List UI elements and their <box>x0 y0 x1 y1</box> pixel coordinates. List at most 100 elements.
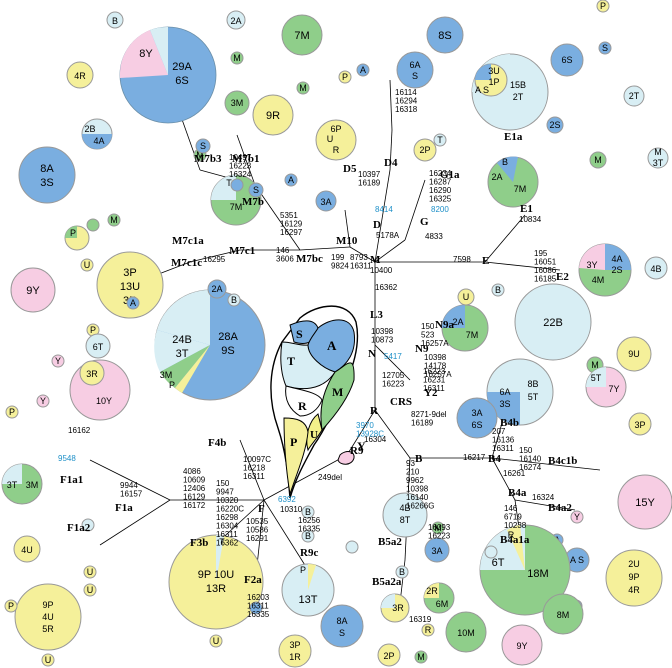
svg-text:M: M <box>594 155 602 165</box>
svg-text:M7c1a: M7c1a <box>172 235 204 247</box>
mutation-label-m-g-blue: 8200 <box>431 205 449 214</box>
svg-text:7M: 7M <box>230 202 243 212</box>
svg-text:9U: 9U <box>628 349 640 359</box>
svg-text:N9: N9 <box>415 343 429 355</box>
svg-text:P: P <box>342 72 348 82</box>
svg-text:9P 10U: 9P 10U <box>198 569 235 581</box>
svg-text:7M: 7M <box>466 330 479 340</box>
svg-text:S: S <box>412 71 418 81</box>
svg-text:10M: 10M <box>457 628 475 638</box>
svg-text:B4c1b: B4c1b <box>548 455 577 467</box>
svg-text:R: R <box>333 145 340 155</box>
svg-text:U: U <box>327 134 334 144</box>
map-label-t: T <box>287 354 295 368</box>
svg-text:3Y: 3Y <box>586 260 597 270</box>
svg-text:M: M <box>591 360 599 370</box>
mutation-label-m-b4a: 16261 <box>503 469 526 478</box>
svg-text:9P: 9P <box>628 572 639 582</box>
svg-text:Y2: Y2 <box>424 387 438 399</box>
mutation-label-m-d: 5178A <box>376 231 400 240</box>
svg-text:13U: 13U <box>120 281 140 293</box>
svg-text:3T: 3T <box>7 480 18 490</box>
svg-text:T: T <box>219 537 225 547</box>
svg-text:M: M <box>299 83 307 93</box>
svg-text:A S: A S <box>570 555 584 565</box>
svg-text:2T: 2T <box>629 91 640 101</box>
svg-text:E1a: E1a <box>504 131 523 143</box>
svg-text:6S: 6S <box>175 75 188 87</box>
haplogroup-labels: M L3 N N9 N9a Y2 R CRS R9 F F1a F1a1 F1a… <box>60 131 577 588</box>
svg-text:3U: 3U <box>488 66 500 76</box>
svg-text:D4: D4 <box>384 157 398 169</box>
svg-text:3S: 3S <box>40 177 53 189</box>
svg-text:S: S <box>200 141 206 151</box>
svg-text:6T: 6T <box>492 557 505 569</box>
svg-text:B5a2a: B5a2a <box>372 576 402 588</box>
svg-text:M: M <box>654 147 662 157</box>
region-r <box>285 385 323 417</box>
svg-text:3T: 3T <box>653 158 664 168</box>
region-p <box>283 417 309 495</box>
svg-text:6T: 6T <box>93 342 104 352</box>
mutation-label-m-n9: 5417 <box>384 352 402 361</box>
svg-text:15B: 15B <box>510 80 526 90</box>
svg-text:6A: 6A <box>499 387 510 397</box>
svg-text:CRS: CRS <box>390 396 412 408</box>
svg-text:2T: 2T <box>513 92 524 102</box>
svg-text:3T: 3T <box>176 348 189 360</box>
svg-text:1P: 1P <box>488 77 499 87</box>
svg-text:R: R <box>508 530 515 540</box>
svg-text:B4: B4 <box>488 453 501 465</box>
svg-text:S: S <box>339 628 345 638</box>
svg-text:B: B <box>112 16 118 26</box>
svg-text:G: G <box>420 216 429 228</box>
svg-text:E: E <box>482 255 489 267</box>
svg-text:B: B <box>305 531 311 541</box>
svg-text:M: M <box>233 53 241 63</box>
svg-text:U: U <box>45 655 52 665</box>
map-label-y: Y <box>357 439 366 453</box>
svg-text:3R: 3R <box>392 603 404 613</box>
mutation-label-m-b4a2: 16324 <box>532 493 555 502</box>
svg-text:F2a: F2a <box>244 574 262 586</box>
svg-text:U: U <box>87 567 94 577</box>
svg-text:5T: 5T <box>591 373 602 383</box>
svg-text:28A: 28A <box>218 331 238 343</box>
svg-text:8B: 8B <box>527 379 538 389</box>
mutation-label-m-m: 16362 <box>375 283 398 292</box>
svg-text:4B: 4B <box>650 264 661 274</box>
svg-text:4U: 4U <box>42 612 54 622</box>
svg-text:2A: 2A <box>452 317 463 327</box>
svg-text:13T: 13T <box>299 594 318 606</box>
svg-text:3A: 3A <box>320 197 331 207</box>
svg-text:9Y: 9Y <box>516 641 527 651</box>
mutation-label-m-g: 4833 <box>425 232 443 241</box>
svg-text:P: P <box>70 228 76 238</box>
svg-text:B5a2: B5a2 <box>378 536 402 548</box>
svg-text:F1a1: F1a1 <box>60 474 83 486</box>
svg-text:U: U <box>87 585 94 595</box>
svg-text:F1a: F1a <box>115 502 133 514</box>
svg-text:B: B <box>399 567 405 577</box>
svg-text:M: M <box>434 523 442 533</box>
map-label-s: S <box>296 327 303 341</box>
region-m <box>320 362 355 432</box>
mutation-label-m-f-blue: 6392 <box>278 495 296 504</box>
mutation-label-m-b5a2a: 16319 <box>409 615 432 624</box>
svg-text:S: S <box>253 185 259 195</box>
svg-text:M: M <box>110 215 118 225</box>
map-label-p: P <box>290 435 297 449</box>
svg-text:6S: 6S <box>471 420 482 430</box>
svg-text:R9: R9 <box>350 445 364 457</box>
